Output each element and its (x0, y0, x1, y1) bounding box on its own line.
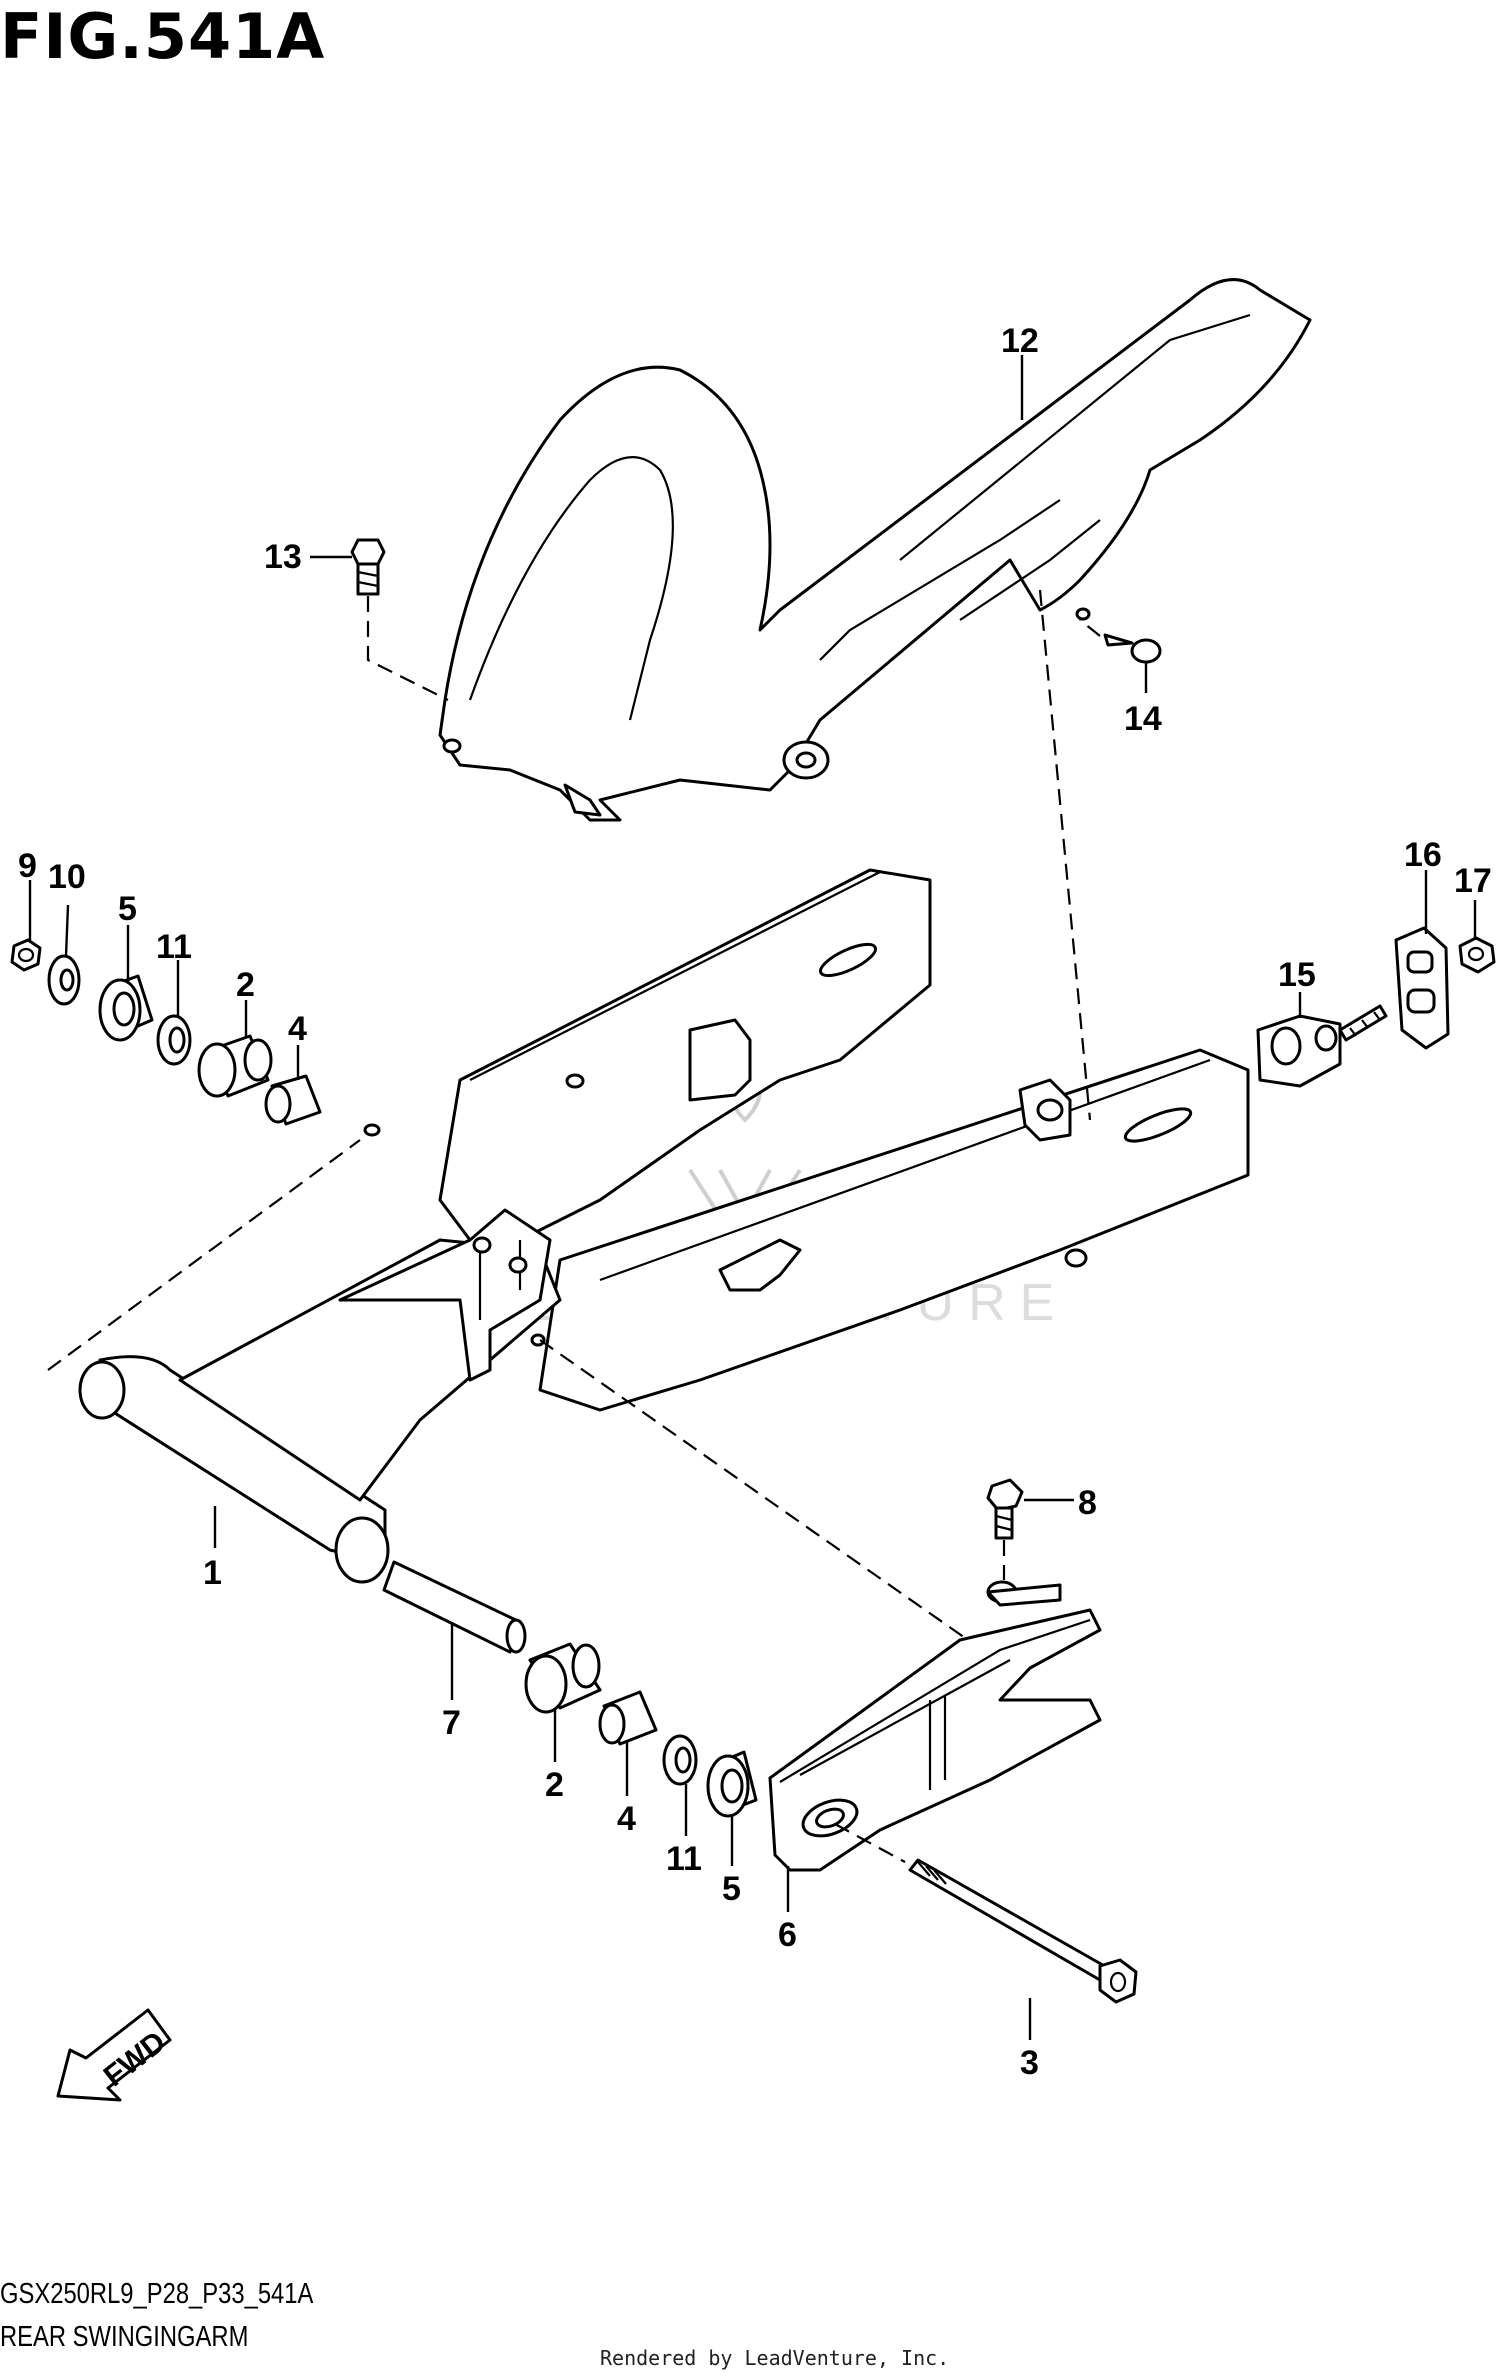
callout-6: 6 (778, 1916, 797, 1954)
callout-8: 8 (1078, 1484, 1097, 1522)
bolt-part-13 (350, 538, 386, 596)
callout-4a: 4 (288, 1010, 307, 1048)
callout-4b: 4 (617, 1800, 636, 1838)
callout-1: 1 (203, 1554, 222, 1592)
callout-7: 7 (442, 1704, 461, 1742)
fwd-arrow-icon: FWD (56, 2008, 172, 2102)
diagram-subtitle: REAR SWINGINGARM (0, 2321, 249, 2353)
callout-11b: 11 (666, 1840, 702, 1878)
leader-dash-14 (1079, 619, 1101, 637)
swingarm-part-1 (78, 868, 1250, 1584)
screw-part-14 (1103, 633, 1162, 664)
leader-dash-1 (47, 1139, 361, 1371)
callout-15: 15 (1278, 956, 1316, 994)
long-bolt-part-3 (908, 1858, 1138, 2004)
leader-dash-12 (1038, 589, 1092, 1121)
dust-seal-part-5b (706, 1750, 758, 1818)
nut-part-9 (10, 938, 42, 972)
callout-leaders (28, 355, 1477, 2040)
callout-11a: 11 (156, 928, 192, 966)
dust-seal-part-5a (98, 974, 154, 1042)
callout-5a: 5 (118, 890, 137, 928)
model-code: GSX250RL9_P28_P33_541A (0, 2278, 314, 2310)
callout-14: 14 (1124, 700, 1162, 738)
callout-13: 13 (264, 538, 302, 576)
callout-12: 12 (1001, 322, 1039, 360)
pivot-shaft-part-7 (382, 1560, 527, 1654)
chain-buffer-part-6 (768, 1580, 1102, 1872)
bearing-part-2b (524, 1642, 602, 1714)
figure-title: FIG.541A (0, 0, 326, 73)
callout-10: 10 (48, 858, 86, 896)
spacer-part-4b (598, 1690, 658, 1746)
plate-part-16 (1394, 926, 1450, 1050)
callout-3: 3 (1020, 2044, 1039, 2082)
washer-part-11b (662, 1734, 698, 1786)
callout-2a: 2 (236, 966, 255, 1004)
callout-17: 17 (1454, 862, 1492, 900)
bolt-part-8 (986, 1478, 1024, 1540)
callout-5b: 5 (722, 1870, 741, 1908)
chain-guard-part-12 (438, 278, 1312, 822)
leader-dash-6 (539, 1339, 969, 1641)
leader-dash-3 (834, 1823, 906, 1863)
bearing-part-2a (197, 1034, 273, 1098)
callout-9: 9 (18, 847, 37, 885)
leader-dash-13 (366, 596, 449, 701)
washer-part-10 (47, 954, 81, 1006)
chain-adjuster-part-15 (1256, 1004, 1388, 1088)
spacer-part-4a (264, 1074, 322, 1126)
callout-2b: 2 (545, 1766, 564, 1804)
washer-part-11a (156, 1014, 192, 1066)
render-credit: Rendered by LeadVenture, Inc. (600, 2346, 950, 2370)
callout-16: 16 (1404, 836, 1442, 874)
nut-part-17 (1458, 936, 1496, 974)
